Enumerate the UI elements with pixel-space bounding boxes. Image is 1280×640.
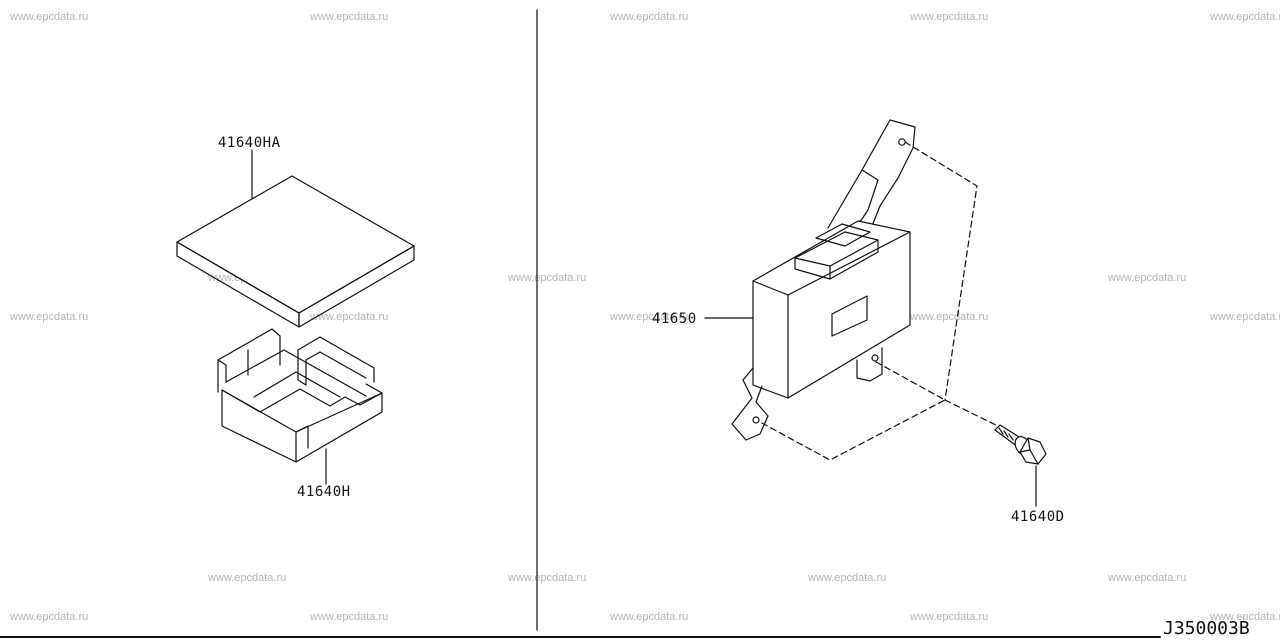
watermark: www.epcdata.ru: [808, 572, 887, 584]
watermark: www.epcdata.ru: [208, 572, 287, 584]
watermark: www.epcdata.ru: [310, 611, 389, 623]
watermark: www.epcdata.ru: [910, 611, 989, 623]
watermark: www.epcdata.ru: [10, 311, 89, 323]
watermark: www.epcdata.ru: [310, 311, 389, 323]
cover-panel: [176, 175, 415, 328]
holder-tray: [217, 328, 383, 463]
watermark: www.epcdata.ru: [1108, 272, 1187, 284]
diagram-code: J350003B: [1163, 618, 1250, 639]
watermark: www.epcdata.ru: [310, 11, 389, 23]
watermark: www.epcdata.ru: [910, 311, 989, 323]
part-label-holder: 41640H: [297, 484, 351, 500]
mounting-dash-lines: [759, 141, 1003, 461]
part-label-control-unit: 41650: [652, 311, 697, 327]
watermark: www.epcdata.ru: [508, 272, 587, 284]
part-label-cover: 41640HA: [218, 135, 281, 151]
control-unit: [731, 119, 916, 441]
watermark: www.epcdata.ru: [610, 311, 689, 323]
watermark: www.epcdata.ru: [610, 611, 689, 623]
part-label-bolt: 41640D: [1011, 509, 1065, 525]
watermark: www.epcdata.ru: [1210, 11, 1280, 23]
watermark: www.epcdata.ru: [10, 611, 89, 623]
watermark: www.epcdata.ru: [910, 11, 989, 23]
watermark: www.epcdata.ru: [1210, 311, 1280, 323]
watermark: www.epcdata.ru: [1210, 611, 1280, 623]
watermark: www.epcdata.ru: [10, 11, 89, 23]
watermark: www.epcdata.ru: [610, 11, 689, 23]
watermark: www.epcdata.ru: [508, 572, 587, 584]
bolt: [994, 424, 1047, 465]
watermark: www.epcdata.ru: [1108, 572, 1187, 584]
